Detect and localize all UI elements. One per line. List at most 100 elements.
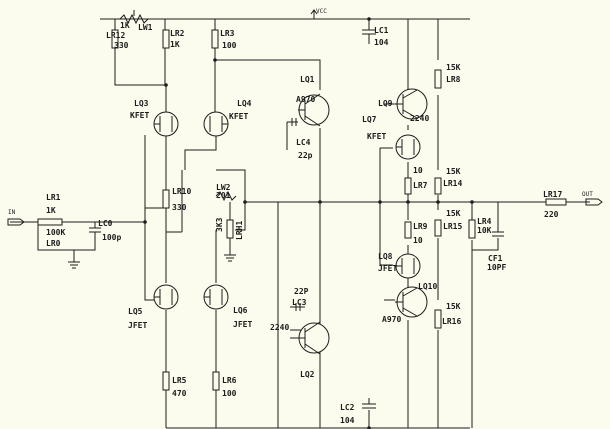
- resistor-LR7: [404, 177, 412, 195]
- resistor-value: 3K3: [215, 217, 224, 232]
- transistor-ref: LQ7: [362, 115, 377, 124]
- ground-symbol: [68, 238, 236, 269]
- resistor-LR9: [404, 221, 412, 239]
- resistor-value: 15K: [446, 167, 461, 176]
- capacitor-ref: LC3: [292, 298, 307, 307]
- resistor-ref: LR12: [106, 31, 125, 40]
- capacitor-LC2: [362, 398, 376, 409]
- transistor-ref: LQ1: [300, 75, 315, 84]
- capacitor-ref: LC2: [340, 403, 355, 412]
- resistor-value: 330: [172, 203, 187, 212]
- resistor-value: 100: [222, 389, 237, 398]
- port-markers: [7, 9, 603, 226]
- pot-LW1: [119, 10, 149, 25]
- resistor-ref: LR10: [172, 187, 191, 196]
- pot-ref: LW2: [216, 183, 231, 192]
- transistor-ref: LQ3: [134, 99, 149, 108]
- fet-symbols: [153, 111, 421, 310]
- resistor-ref: LRH1: [235, 221, 244, 240]
- resistor-value: 100: [222, 41, 237, 50]
- resistor-ref: LR9: [413, 222, 428, 231]
- resistor-ref: LR17: [543, 190, 562, 199]
- resistor-LR6: [212, 371, 220, 391]
- resistor-ref: LR5: [172, 376, 187, 385]
- capacitor-LC1: [362, 29, 376, 44]
- transistor-ref: LQ5: [128, 307, 143, 316]
- resistor-LR10: [162, 189, 170, 209]
- resistor-LR17: [545, 198, 567, 206]
- transistor-type: 2240: [410, 114, 429, 123]
- capacitor-value: 22p: [298, 151, 313, 160]
- resistor-value: 10: [413, 166, 423, 175]
- pot-ref: LW1: [138, 23, 153, 32]
- wires: [10, 18, 590, 429]
- capacitor-value: 22P: [294, 287, 309, 296]
- capacitor-ref: LC4: [296, 138, 311, 147]
- transistor-ref: LQ10: [418, 282, 437, 291]
- resistor-ref: LR2: [170, 29, 185, 38]
- resistor-LR5: [162, 371, 170, 391]
- transistor-ref: LQ4: [237, 99, 252, 108]
- resistor-value: 1K: [170, 40, 180, 49]
- vcc-label: VCC: [316, 8, 327, 15]
- transistor-ref: LQ8: [378, 252, 393, 261]
- transistor-type: A970: [382, 315, 401, 324]
- transistor-ref: LQ2: [300, 370, 315, 379]
- resistor-LR12: [111, 29, 119, 49]
- pot-value: 201: [216, 191, 231, 200]
- capacitor-ref: CF1: [488, 254, 503, 263]
- resistor-ref: LR1: [46, 193, 61, 202]
- junction-dots: [143, 17, 474, 429]
- resistor-ref: LR15: [443, 222, 462, 231]
- resistor-value: 15K: [446, 209, 461, 218]
- capacitor-LC4: [291, 118, 297, 126]
- resistor-LR2: [162, 29, 170, 49]
- resistor-ref: LR3: [220, 29, 235, 38]
- resistor-value: 220: [544, 210, 559, 219]
- resistor-value: 470: [172, 389, 187, 398]
- resistor-value: 1K: [46, 206, 56, 215]
- resistor-ref: LR8: [446, 75, 461, 84]
- resistor-value: 330: [114, 41, 129, 50]
- transistor-type: JFET: [378, 264, 397, 273]
- resistor-LR4: [468, 219, 476, 239]
- transistor-ref: LQ6: [233, 306, 248, 315]
- capacitor-LC3: [295, 303, 301, 311]
- resistor-LRH1: [226, 219, 234, 239]
- transistor-type: KFET: [229, 112, 248, 121]
- resistor-bodies: [37, 29, 567, 391]
- resistor-value: 10: [413, 236, 423, 245]
- resistor-LR16: [434, 309, 442, 329]
- resistor-value: 10K: [477, 226, 492, 235]
- capacitor-value: 104: [374, 38, 389, 47]
- transistor-type: KFET: [367, 132, 386, 141]
- transistor-type: 2240: [270, 323, 289, 332]
- resistor-LR14: [434, 177, 442, 195]
- resistor-ref: LR6: [222, 376, 237, 385]
- resistor-ref: LR0: [46, 239, 61, 248]
- resistor-LR3: [211, 29, 219, 49]
- transistor-type: A970: [296, 95, 315, 104]
- capacitor-value: 10PF: [487, 263, 506, 272]
- transistor-type: JFET: [233, 320, 252, 329]
- capacitor-ref: LC1: [374, 26, 389, 35]
- capacitor-CF1: [492, 231, 504, 237]
- capacitor-value: 100p: [102, 233, 121, 242]
- bjt-symbols: [290, 88, 428, 355]
- input-label: IN: [8, 209, 16, 216]
- pot-value: 1K: [120, 21, 130, 30]
- transistor-ref: LQ9: [378, 99, 393, 108]
- resistor-value: 15K: [446, 302, 461, 311]
- resistor-ref: LR14: [443, 179, 462, 188]
- transistor-type: KFET: [130, 111, 149, 120]
- resistor-LR1: [37, 218, 63, 226]
- resistor-LR8: [434, 69, 442, 89]
- resistor-ref: LR4: [477, 217, 492, 226]
- transistor-type: JFET: [128, 321, 147, 330]
- resistor-ref: LR7: [413, 181, 428, 190]
- capacitor-value: 104: [340, 416, 355, 425]
- capacitor-LC0: [89, 227, 101, 240]
- capacitor-ref: LC0: [98, 219, 113, 228]
